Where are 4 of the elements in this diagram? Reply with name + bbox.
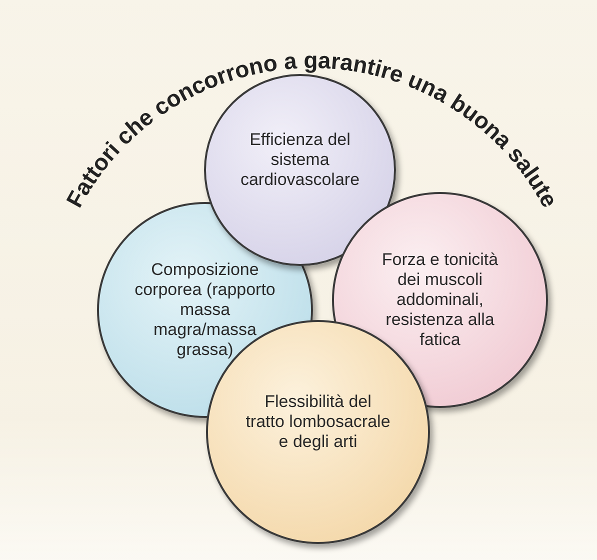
factor-text: Composizione corporea (rapporto massa magra/massa grassa) [134,260,276,360]
factor-text: Forza e tonicità dei muscoli addominali, resistenza alla fatica [380,250,500,350]
factor-text: Efficienza del sistema cardiovascolare [239,130,361,190]
factor-text: Flessibilità del tratto lombosacrale e degli arti [244,392,392,452]
